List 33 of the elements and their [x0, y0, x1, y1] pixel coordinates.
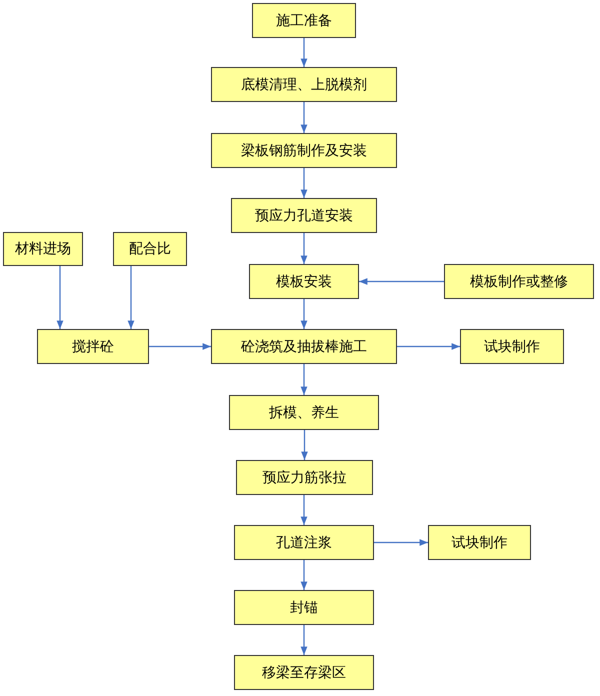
- process-box: 模板制作或整修: [444, 264, 594, 299]
- process-box: 封锚: [234, 590, 374, 625]
- arrow: [300, 560, 308, 590]
- arrow: [359, 278, 444, 285]
- process-box: 砼浇筑及抽拔棒施工: [211, 329, 397, 364]
- arrow: [300, 299, 308, 329]
- arrow: [397, 343, 460, 350]
- arrow: [300, 625, 308, 655]
- arrow: [300, 364, 308, 395]
- arrow: [300, 102, 308, 133]
- arrow: [301, 430, 308, 460]
- process-box: 试块制作: [428, 525, 531, 560]
- arrow: [300, 168, 308, 198]
- process-box: 预应力孔道安装: [231, 198, 377, 233]
- arrow: [56, 266, 64, 329]
- arrow: [374, 539, 428, 546]
- process-box: 施工准备: [252, 3, 356, 38]
- arrow: [300, 495, 308, 525]
- process-box: 预应力筋张拉: [236, 460, 373, 495]
- process-box: 底模清理、上脱模剂: [211, 67, 397, 102]
- process-box: 移梁至存梁区: [234, 655, 374, 690]
- arrow: [128, 266, 134, 329]
- process-box: 配合比: [113, 232, 187, 266]
- process-box: 拆模、养生: [229, 395, 379, 430]
- arrow: [149, 343, 211, 350]
- arrow: [300, 233, 308, 264]
- process-box: 试块制作: [460, 329, 564, 364]
- arrow: [300, 38, 308, 67]
- process-box: 搅拌砼: [37, 329, 149, 364]
- process-box: 孔道注浆: [234, 525, 374, 560]
- process-box: 梁板钢筋制作及安装: [211, 133, 397, 168]
- process-box: 材料进场: [3, 232, 83, 266]
- process-box: 模板安装: [249, 264, 359, 299]
